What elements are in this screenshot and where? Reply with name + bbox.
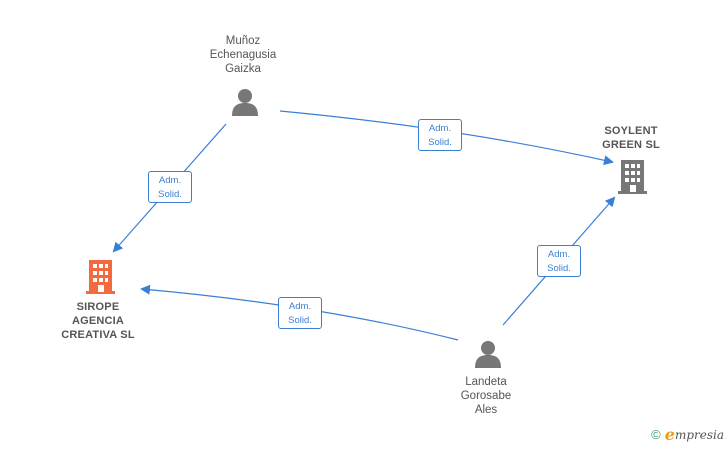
brand-footer: © e mpresia	[651, 425, 724, 444]
relation-badge[interactable]: Adm. Solid.	[537, 245, 581, 277]
relation-role: Adm.	[288, 301, 312, 312]
relation-role: Adm.	[547, 249, 571, 260]
person-name[interactable]: Muñoz Echenagusia Gaizka	[209, 35, 277, 75]
relation-role: Adm.	[428, 123, 452, 134]
person-icon[interactable]	[475, 341, 501, 368]
building-icon[interactable]	[618, 160, 647, 194]
building-icon[interactable]	[86, 260, 115, 294]
brand-logo-letter: e	[664, 425, 675, 444]
person-icon[interactable]	[232, 89, 258, 116]
person-name[interactable]: Landeta Gorosabe Ales	[460, 376, 512, 416]
relation-type: Solid.	[158, 189, 182, 200]
company-name[interactable]: SOYLENT GREEN SL	[602, 125, 660, 151]
relation-type: Solid.	[428, 137, 452, 148]
copyright-icon: ©	[651, 427, 661, 442]
relation-badge[interactable]: Adm. Solid.	[418, 119, 462, 151]
company-name[interactable]: SIROPE AGENCIA CREATIVA SL	[61, 301, 135, 341]
relation-badge[interactable]: Adm. Solid.	[148, 171, 192, 203]
relation-badge[interactable]: Adm. Solid.	[278, 297, 322, 329]
relation-type: Solid.	[288, 315, 312, 326]
relation-type: Solid.	[547, 263, 571, 274]
brand-logo-text: mpresia	[674, 427, 724, 442]
relation-role: Adm.	[158, 175, 182, 186]
